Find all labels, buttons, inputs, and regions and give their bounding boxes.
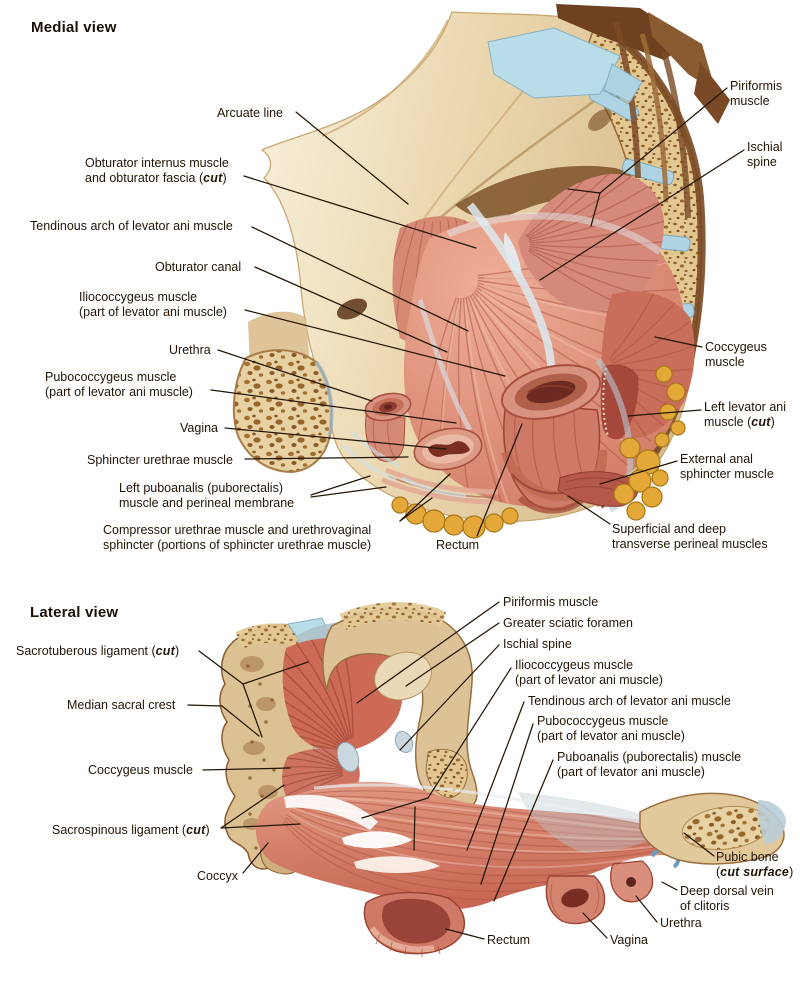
label-median-sacral-crest: Median sacral crest — [67, 698, 176, 712]
label-arcuate-line: Arcuate line — [217, 106, 284, 120]
label-pubic-bone: Pubic bone(cut surface) — [716, 850, 794, 879]
label-pubococcygeus: Pubococcygeus muscle(part of levator ani… — [45, 370, 193, 399]
label-compressor-urethrae: Compressor urethrae muscle and urethrova… — [103, 523, 372, 552]
label-pubococcygeus: Pubococcygeus muscle(part of levator ani… — [537, 714, 685, 743]
lateral-view-title: Lateral view — [30, 604, 119, 621]
label-obturator-canal: Obturator canal — [155, 260, 242, 274]
label-vagina: Vagina — [180, 421, 218, 435]
label-urethra: Urethra — [660, 916, 702, 930]
leader-lines — [187, 87, 745, 940]
label-sphincter-urethrae: Sphincter urethrae muscle — [87, 453, 233, 467]
label-coccygeus: Coccygeus muscle — [88, 763, 193, 777]
label-piriformis: Piriformis muscle — [503, 595, 599, 609]
label-left-puboanalis: Left puboanalis (puborectalis)muscle and… — [119, 481, 295, 510]
label-coccyx: Coccyx — [197, 869, 238, 883]
label-sacrospinous-ligament: Sacrospinous ligament (cut) — [52, 823, 210, 837]
label-sacrotuberous-ligament: Sacrotuberous ligament (cut) — [16, 644, 180, 658]
label-tendinous-arch: Tendinous arch of levator ani muscle — [528, 694, 731, 708]
label-greater-sciatic-foramen: Greater sciatic foramen — [503, 616, 633, 630]
label-tendinous-arch: Tendinous arch of levator ani muscle — [30, 219, 233, 233]
label-ischial-spine: Ischial spine — [503, 637, 572, 651]
medial-view-title: Medial view — [31, 19, 117, 36]
label-iliococcygeus: Iliococcygeus muscle(part of levator ani… — [515, 658, 663, 687]
medial-view-artwork — [232, 4, 730, 539]
lateral-view-artwork — [219, 602, 786, 957]
label-vagina: Vagina — [610, 933, 648, 947]
label-rectum: Rectum — [436, 538, 480, 552]
label-puboanalis: Puboanalis (puborectalis) muscle(part of… — [557, 750, 742, 779]
label-urethra: Urethra — [169, 343, 211, 357]
label-rectum: Rectum — [487, 933, 531, 947]
label-iliococcygeus: Iliococcygeus muscle(part of levator ani… — [79, 290, 227, 319]
